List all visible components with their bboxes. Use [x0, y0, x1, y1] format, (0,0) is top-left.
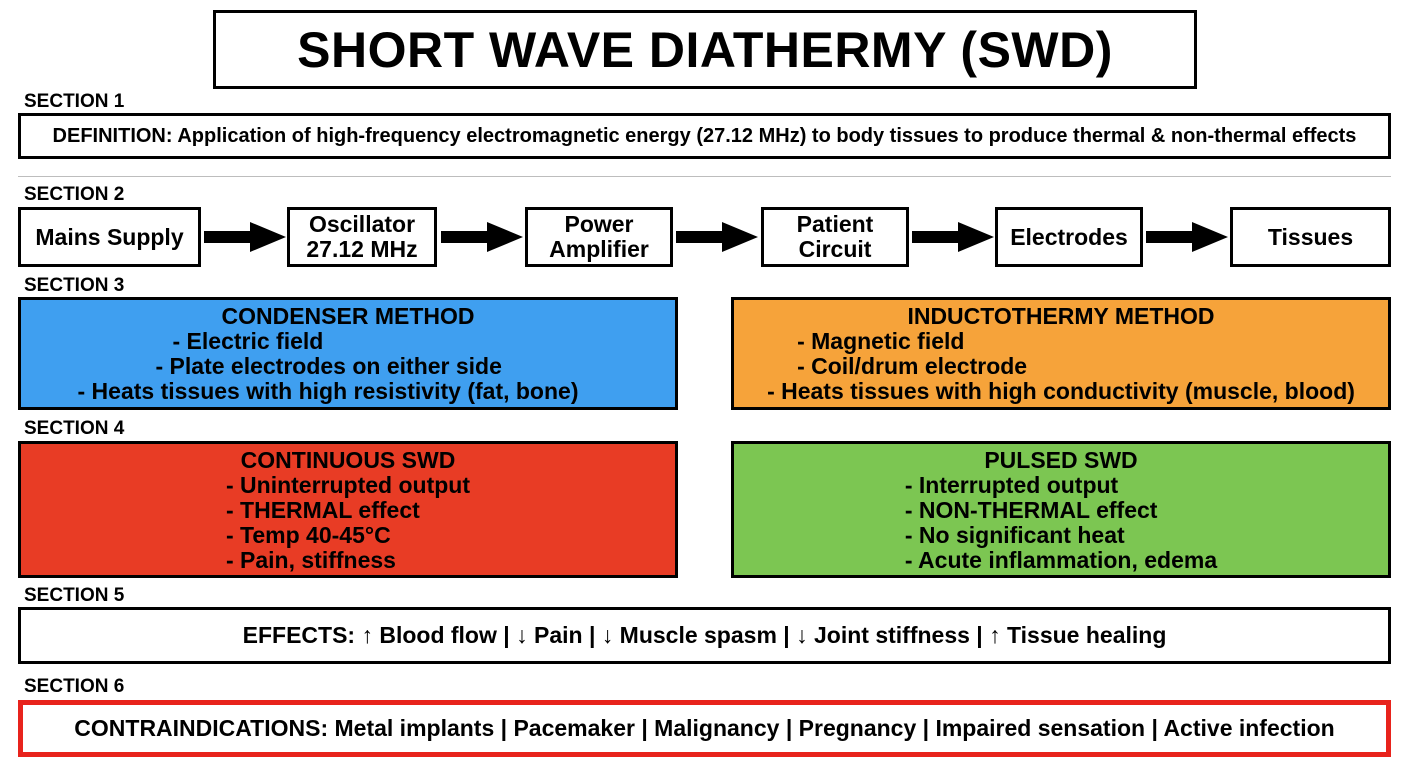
flow-box-power-amplifier: Power Amplifier: [525, 207, 673, 267]
pulsed-swd-heading: PULSED SWD: [984, 447, 1138, 473]
flow-box-label: Patient: [796, 211, 874, 237]
section-5-label: SECTION 5: [24, 585, 125, 606]
flow-box-sublabel: Amplifier: [549, 236, 649, 262]
contraindications-box: CONTRAINDICATIONS: Metal implants | Pace…: [18, 700, 1391, 757]
inductothermy-line: - Magnetic field: [797, 328, 965, 354]
section-1-label: SECTION 1: [24, 91, 125, 112]
continuous-swd-box: CONTINUOUS SWD - Uninterrupted output - …: [18, 441, 678, 578]
definition-text: DEFINITION: Application of high-frequenc…: [52, 124, 1357, 147]
condenser-method-heading: CONDENSER METHOD: [221, 303, 475, 329]
pulsed-line: - Interrupted output: [904, 472, 1119, 498]
pulsed-line: - Acute inflammation, edema: [904, 547, 1218, 573]
flow-box-label: Oscillator: [308, 211, 416, 237]
definition-box: DEFINITION: Application of high-frequenc…: [18, 113, 1391, 159]
flow-box-oscillator: Oscillator 27.12 MHz: [287, 207, 437, 267]
continuous-line: - Temp 40-45°C: [225, 522, 391, 548]
section-3-label: SECTION 3: [24, 275, 125, 296]
arrow-right-icon: [204, 222, 286, 252]
pulsed-swd-box: PULSED SWD - Interrupted output - NON-TH…: [731, 441, 1391, 578]
flow-box-electrodes: Electrodes: [995, 207, 1143, 267]
flow-box-label: Electrodes: [1010, 223, 1128, 250]
inductothermy-line: - Coil/drum electrode: [797, 353, 1028, 379]
pulsed-line: - NON-THERMAL effect: [904, 497, 1158, 523]
continuous-swd-heading: CONTINUOUS SWD: [240, 447, 456, 473]
flow-box-label: Tissues: [1267, 223, 1354, 250]
arrow-right-icon: [676, 222, 758, 252]
condenser-method-box: CONDENSER METHOD - Electric field - Plat…: [18, 297, 678, 410]
condenser-line: - Plate electrodes on either side: [155, 353, 502, 379]
inductothermy-method-heading: INDUCTOTHERMY METHOD: [907, 303, 1215, 329]
flow-box-tissues: Tissues: [1230, 207, 1391, 267]
flow-box-mains-supply: Mains Supply: [18, 207, 201, 267]
flow-box-label: Power: [564, 211, 634, 237]
flow-box-label: Mains Supply: [35, 223, 184, 250]
section-2-label: SECTION 2: [24, 184, 125, 205]
arrow-right-icon: [441, 222, 523, 252]
condenser-line: - Heats tissues with high resistivity (f…: [77, 378, 579, 404]
effects-text: EFFECTS: ↑ Blood flow | ↓ Pain | ↓ Muscl…: [242, 622, 1167, 648]
flow-box-sublabel: 27.12 MHz: [306, 236, 418, 262]
section-divider: [18, 176, 1391, 177]
arrow-right-icon: [1146, 222, 1228, 252]
continuous-line: - Pain, stiffness: [225, 547, 396, 573]
inductothermy-method-box: INDUCTOTHERMY METHOD - Magnetic field - …: [731, 297, 1391, 410]
pulsed-line: - No significant heat: [904, 522, 1125, 548]
page-title: SHORT WAVE DIATHERMY (SWD): [213, 10, 1197, 89]
continuous-line: - THERMAL effect: [225, 497, 420, 523]
flow-box-patient-circuit: Patient Circuit: [761, 207, 909, 267]
section-6-label: SECTION 6: [24, 676, 125, 697]
continuous-line: - Uninterrupted output: [225, 472, 470, 498]
condenser-line: - Electric field: [172, 328, 324, 354]
flow-box-sublabel: Circuit: [798, 236, 872, 262]
contraindications-text: CONTRAINDICATIONS: Metal implants | Pace…: [74, 715, 1335, 741]
arrow-right-icon: [912, 222, 994, 252]
section-4-label: SECTION 4: [24, 418, 125, 439]
inductothermy-line: - Heats tissues with high conductivity (…: [767, 378, 1355, 404]
effects-box: EFFECTS: ↑ Blood flow | ↓ Pain | ↓ Muscl…: [18, 607, 1391, 664]
